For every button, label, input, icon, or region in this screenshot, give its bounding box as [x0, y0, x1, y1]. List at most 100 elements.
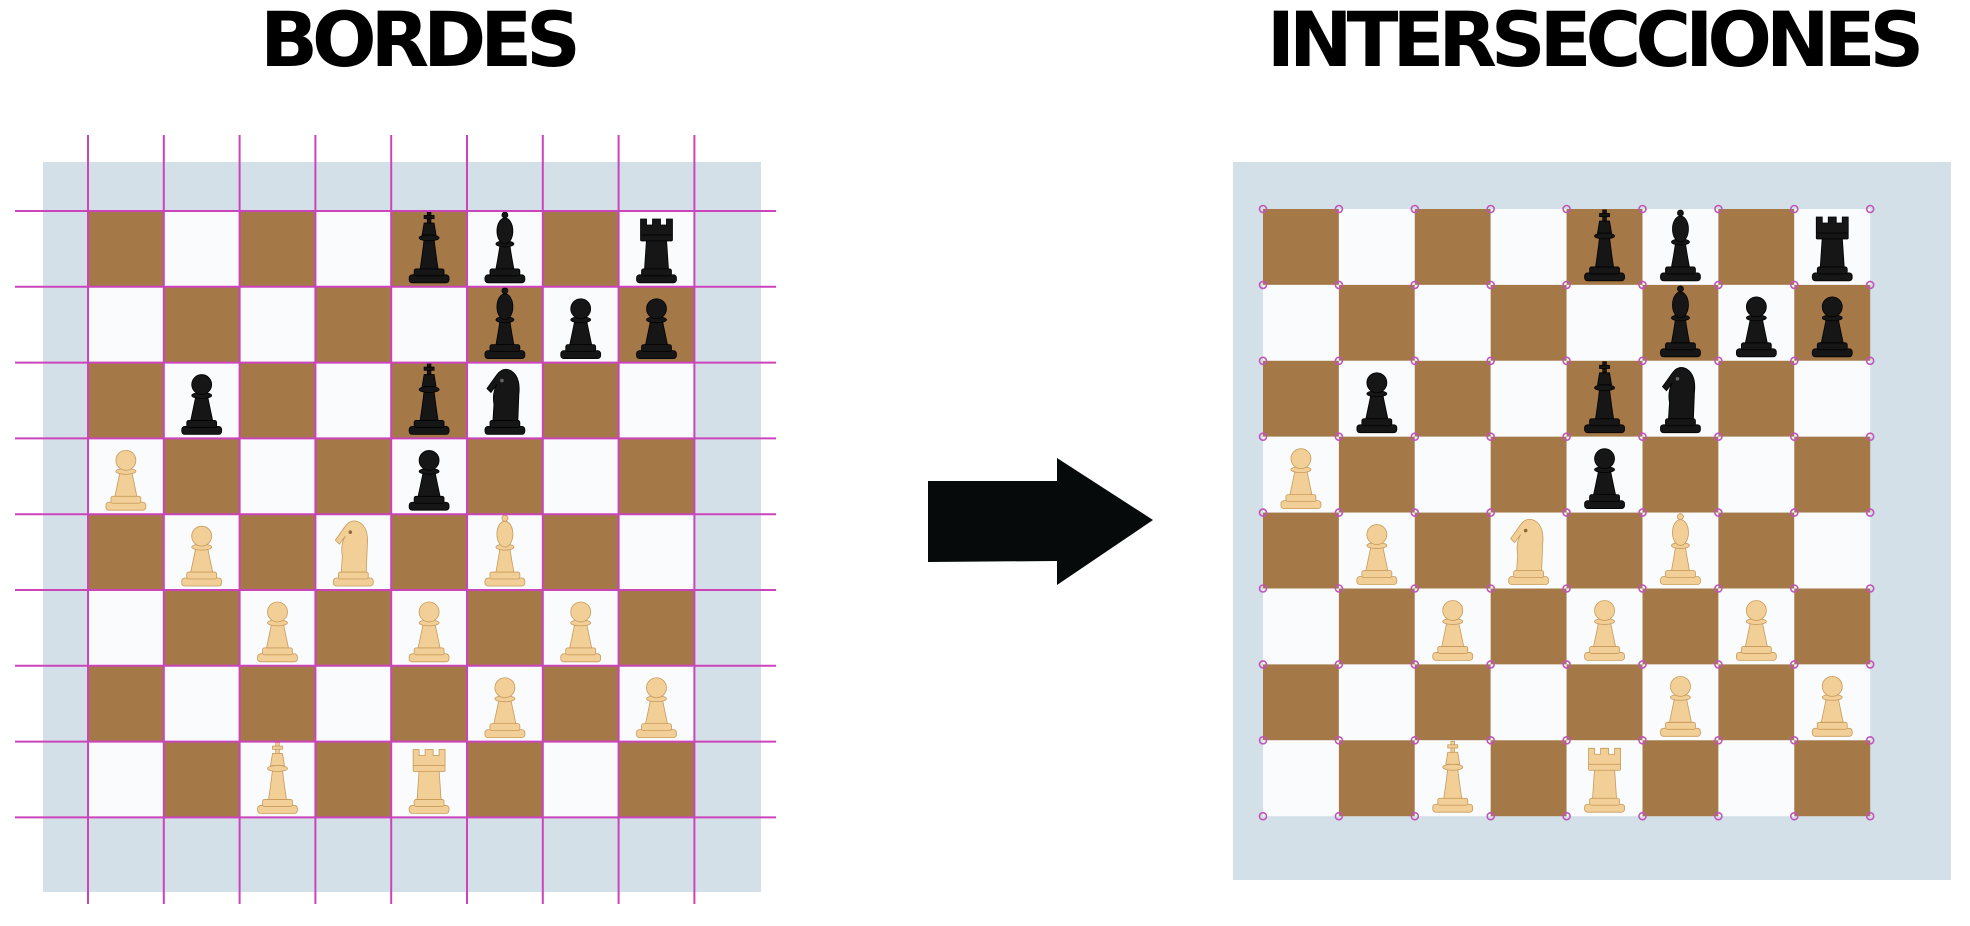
intersection-point [1258, 735, 1268, 745]
dark-square [1263, 360, 1339, 437]
dark-square [1794, 588, 1871, 665]
light-square [1414, 436, 1491, 513]
intersection-point [1790, 735, 1799, 745]
intersection-point [1714, 508, 1723, 517]
intersection-point [1486, 660, 1495, 669]
light-square [618, 514, 695, 590]
intersection-point [1562, 660, 1571, 669]
intersection-point [1638, 811, 1647, 821]
intersection-point [1334, 508, 1344, 517]
bordes-title: BORDES [260, 0, 581, 84]
intersection-point [1562, 432, 1571, 442]
intersection-point [1638, 280, 1647, 290]
black-pawn-icon [1584, 448, 1625, 510]
border-lines [15, 135, 776, 904]
white-knight-icon [332, 520, 374, 587]
intersection-point [1638, 735, 1647, 745]
intersection-point [1258, 660, 1268, 669]
intersection-point [1334, 735, 1344, 745]
light-square [1718, 740, 1795, 817]
white-pawn-icon [1735, 600, 1777, 661]
dark-square [88, 211, 164, 287]
dark-square [542, 665, 619, 742]
black-pawn-icon [636, 298, 677, 360]
white-pawn-icon [408, 601, 450, 663]
intersection-point [1638, 204, 1647, 214]
dark-square [1490, 436, 1567, 513]
light-square [1794, 360, 1871, 437]
light-square [239, 286, 316, 363]
white-pawn-icon [1811, 675, 1853, 737]
light-square [88, 741, 164, 818]
intersection-point [1410, 660, 1420, 669]
light-square [1338, 209, 1415, 285]
white-pawn-icon [181, 525, 223, 587]
intersection-point [1410, 811, 1420, 821]
black-knight-icon [1660, 367, 1701, 434]
intersection-point [1486, 280, 1495, 290]
light-square [391, 286, 467, 363]
dark-square [1718, 209, 1795, 285]
intersecciones-title: INTERSECCIONES [1266, 0, 1925, 84]
dark-square [163, 286, 240, 363]
light-square [1263, 740, 1339, 817]
intersection-point [1334, 584, 1344, 593]
dark-square [1338, 436, 1415, 513]
light-square [618, 362, 695, 439]
intersection-point [1410, 204, 1420, 214]
intersection-point [1865, 280, 1875, 290]
white-pawn-icon [484, 677, 526, 739]
intersection-point [1714, 356, 1723, 366]
dark-square [1414, 512, 1491, 589]
dark-square [391, 514, 467, 590]
white-rook-icon [408, 749, 450, 814]
white-pawn-icon [1584, 600, 1625, 661]
intersection-point [1410, 280, 1420, 290]
intersection-point [1486, 584, 1495, 593]
light-square [315, 665, 392, 742]
intersection-point [1790, 280, 1799, 290]
white-pawn-icon [257, 601, 298, 663]
dark-square [315, 741, 392, 818]
light-square [163, 665, 240, 742]
dark-square [618, 741, 695, 818]
dark-square [163, 438, 240, 515]
dark-square [315, 438, 392, 515]
intersection-point [1258, 356, 1268, 366]
board-squares [1263, 209, 1871, 817]
white-rook-icon [1584, 747, 1625, 813]
intersection-point [1258, 811, 1268, 821]
white-pawn-icon [1432, 600, 1474, 661]
light-square [1338, 664, 1415, 741]
light-square [239, 438, 316, 515]
black-king-icon [1584, 361, 1625, 434]
intersection-point [1790, 204, 1799, 214]
light-square [88, 286, 164, 363]
white-pawn-icon [1660, 675, 1701, 737]
dark-square [1414, 209, 1491, 285]
intersection-point [1562, 584, 1571, 593]
dark-square [1718, 512, 1795, 589]
light-square [163, 211, 240, 287]
intersection-point [1410, 508, 1420, 517]
white-pawn-icon [636, 677, 677, 739]
intersection-point [1486, 508, 1495, 517]
intersection-point [1865, 432, 1875, 442]
intersection-point [1334, 660, 1344, 669]
intersection-point [1714, 204, 1723, 214]
black-bishop-icon [1660, 285, 1701, 358]
dark-square [467, 741, 543, 818]
intersection-point [1486, 735, 1495, 745]
intersection-point [1714, 735, 1723, 745]
intersection-point [1334, 811, 1344, 821]
dark-square [88, 514, 164, 590]
intersection-points [1258, 204, 1875, 821]
dark-square [1263, 664, 1339, 741]
dark-square [542, 362, 619, 439]
dark-square [88, 362, 164, 439]
dark-square [239, 514, 316, 590]
dark-square [1338, 284, 1415, 361]
intersection-point [1258, 584, 1268, 593]
dark-square [1414, 664, 1491, 741]
intersection-point [1258, 204, 1268, 214]
